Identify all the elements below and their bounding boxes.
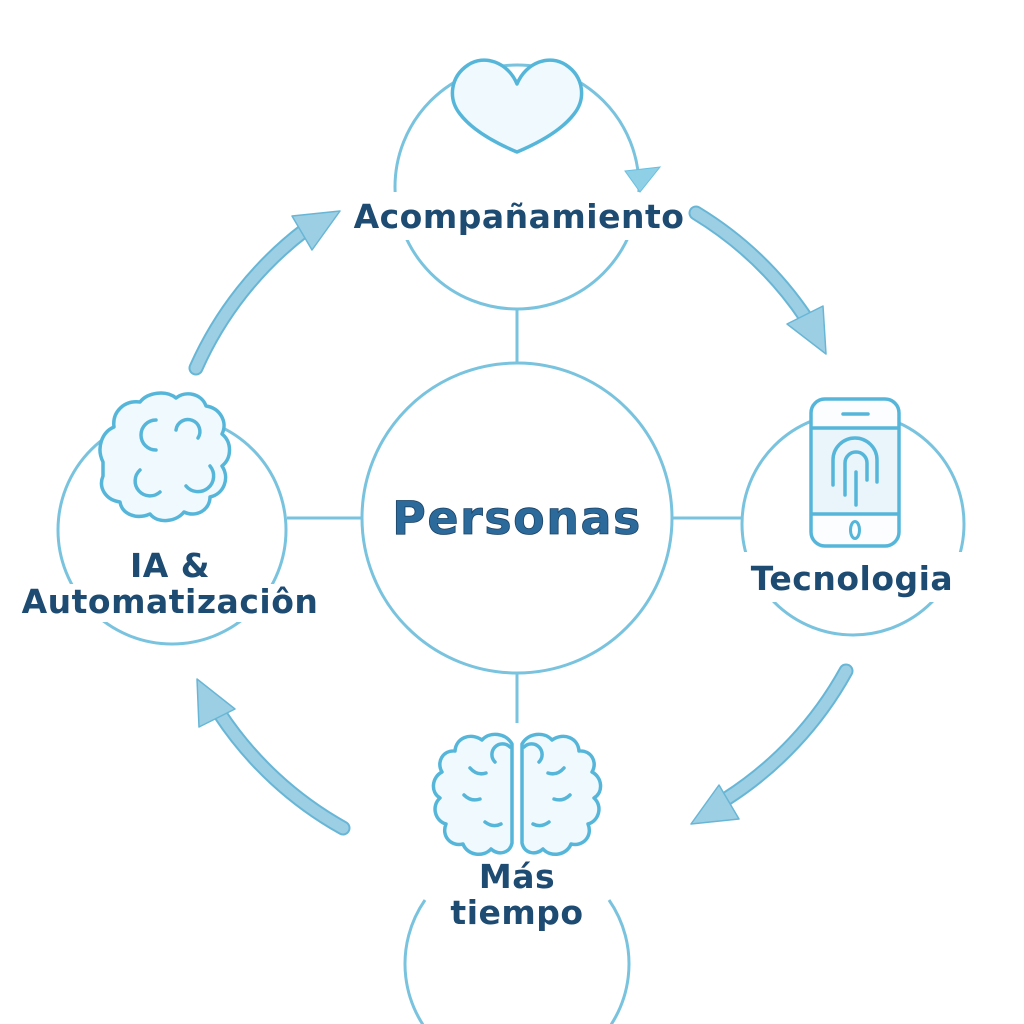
label-band xyxy=(735,552,975,602)
ring-arrow-head xyxy=(624,166,662,193)
arrow-head xyxy=(196,678,236,728)
arrow-head xyxy=(786,305,827,355)
brain-hemisphere xyxy=(431,732,514,857)
node-tecnologia: Tecnologia xyxy=(735,397,975,637)
arrow-top-to-right xyxy=(688,205,827,355)
arrow-bottom-to-left xyxy=(196,678,351,836)
node-label: tiempo xyxy=(450,893,583,932)
arrow-body xyxy=(188,222,313,376)
node-label: Tecnologia xyxy=(751,559,953,598)
cloud-brain-outline xyxy=(98,391,232,523)
center-circle xyxy=(360,361,674,675)
arrow-head xyxy=(690,784,740,825)
node-acompanamiento: Acompañamiento xyxy=(354,58,685,311)
node-label: Más xyxy=(479,857,555,896)
cloud-brain-curl xyxy=(174,417,202,440)
node-circle xyxy=(403,899,631,1024)
fingerprint-outer-arch xyxy=(831,436,879,487)
node-ia-automatizacion: IA & Automatizaciôn xyxy=(22,391,319,646)
arrow-body xyxy=(214,708,349,834)
node-mas-tiempo: Más tiempo xyxy=(403,732,631,1024)
label-band xyxy=(120,544,225,586)
smartphone-fingerprint-icon xyxy=(809,397,901,548)
brain-fold xyxy=(468,766,488,776)
node-label: IA & xyxy=(130,546,210,585)
arrow-head xyxy=(291,210,341,251)
arrow-body xyxy=(718,663,854,807)
brain-icon xyxy=(431,732,603,857)
node-label: Automatizaciôn xyxy=(22,582,319,621)
label-band xyxy=(28,584,316,622)
brain-fold xyxy=(462,793,482,802)
cloud-brain-curl xyxy=(139,418,158,452)
arrow-body xyxy=(690,207,812,324)
brain-top-curl xyxy=(490,742,512,764)
phone-home-button xyxy=(849,520,861,540)
center-label: Personas xyxy=(392,491,642,545)
brain-hemisphere-mirror xyxy=(520,732,603,857)
node-label: Acompañamiento xyxy=(354,197,685,236)
cloud-brain-curl xyxy=(184,464,216,494)
arrow-body xyxy=(190,224,311,374)
node-personas-center: Personas xyxy=(360,361,674,675)
phone-outline xyxy=(809,397,901,548)
cloud-brain-curl xyxy=(133,468,162,498)
arrow-body xyxy=(720,665,852,805)
fingerprint-inner-arch xyxy=(843,450,869,497)
brain-fold xyxy=(483,820,503,828)
arrow-right-to-bottom xyxy=(690,663,854,825)
arrow-left-to-top xyxy=(188,210,341,376)
cloud-brain-icon xyxy=(98,391,232,523)
heart-icon xyxy=(450,58,584,154)
label-band xyxy=(363,192,675,240)
